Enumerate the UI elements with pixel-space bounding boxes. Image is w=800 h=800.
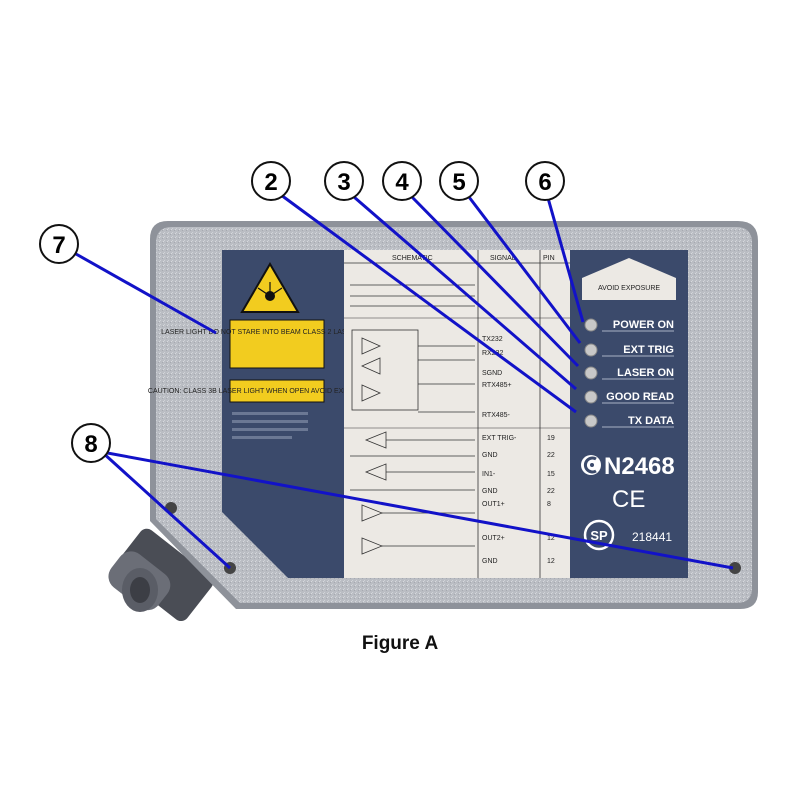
callout-4: 4 [382, 161, 422, 201]
signal-header: SIGNAL [490, 255, 516, 262]
cert-number: 218441 [632, 530, 672, 544]
led-label-good-read: GOOD READ [606, 391, 674, 403]
pin-8: 8 [547, 501, 551, 508]
pin-header: PIN [543, 255, 555, 262]
pin-12-b: 12 [547, 558, 555, 565]
pin-19: 19 [547, 435, 555, 442]
avoid-exposure-header: AVOID EXPOSURE [598, 285, 660, 292]
signal-out2: OUT2+ [482, 535, 505, 542]
pin-15: 15 [547, 471, 555, 478]
led-laser-on: LASER ON [584, 366, 674, 380]
led-ext-trig: EXT TRIG [584, 343, 674, 357]
signal-ext-trig: EXT TRIG- [482, 435, 517, 442]
pin-22-b: 22 [547, 488, 555, 495]
signal-sgnd: SGND [482, 370, 502, 377]
laser-caution-text: LASER LIGHT DO NOT STARE INTO BEAM CLASS… [161, 329, 393, 336]
laser-warning-icon [240, 262, 300, 313]
csa-mark-text: SP [590, 528, 608, 543]
led-tx-data: TX DATA [584, 414, 674, 428]
callout-6-label: 6 [538, 169, 551, 196]
callout-lines [75, 193, 734, 570]
figure-caption: Figure A [361, 633, 439, 654]
led-good-read: GOOD READ [584, 390, 674, 404]
schematic-area: SCHEMATIC SIGNAL PIN TX232 RX232 SGND RT… [344, 250, 570, 578]
c-tick-icon [581, 455, 601, 475]
callout-2: 2 [251, 161, 291, 201]
status-panel: AVOID EXPOSURE POWER ON EXT TRIG LASER O… [570, 250, 688, 578]
callout-3-label: 3 [337, 169, 350, 196]
avoid-exposure-text: CAUTION: CLASS 3B LASER LIGHT WHEN OPEN … [148, 388, 406, 395]
led-label-power-on: POWER ON [613, 319, 674, 331]
led-label-tx-data: TX DATA [628, 415, 674, 427]
callout-8: 8 [71, 423, 111, 463]
callout-4-label: 4 [395, 169, 409, 196]
callout-7: 7 [39, 224, 79, 264]
pin-12-a: 12 [547, 535, 555, 542]
signal-gnd-3: GND [482, 558, 498, 565]
model-number: N2468 [604, 453, 675, 480]
signal-gnd-1: GND [482, 452, 498, 459]
ce-mark-icon: CE [612, 486, 645, 513]
signal-out1: OUT1+ [482, 501, 505, 508]
callout-8-label: 8 [84, 431, 97, 458]
signal-tx232: TX232 [482, 336, 503, 343]
signal-gnd-2: GND [482, 488, 498, 495]
pin-22-a: 22 [547, 452, 555, 459]
callout-6: 6 [525, 161, 565, 201]
csa-mark-icon: SP [583, 519, 615, 551]
led-label-ext-trig: EXT TRIG [623, 344, 674, 356]
led-label-laser-on: LASER ON [617, 367, 674, 379]
connector [108, 528, 214, 622]
signal-rx232: RX232 [482, 350, 504, 357]
callout-3: 3 [324, 161, 364, 201]
led-power-on: POWER ON [584, 318, 674, 332]
signal-rtx485-plus: RTX485+ [482, 382, 512, 389]
callout-2-label: 2 [264, 169, 277, 196]
schematic-header: SCHEMATIC [392, 255, 433, 262]
callout-5-label: 5 [452, 169, 465, 196]
callout-7-label: 7 [52, 232, 65, 259]
warning-panel: LASER LIGHT DO NOT STARE INTO BEAM CLASS… [148, 250, 406, 578]
signal-rtx485-minus: RTX485- [482, 412, 511, 419]
signal-in1: IN1- [482, 471, 496, 478]
callout-5: 5 [439, 161, 479, 201]
